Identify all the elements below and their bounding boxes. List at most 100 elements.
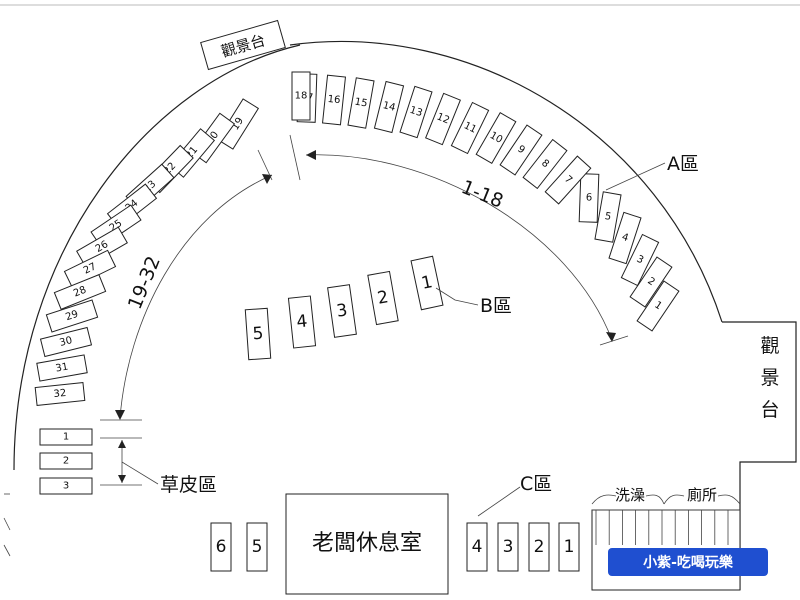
outer-site-29-box xyxy=(45,299,99,333)
grass-zone-label: 草皮區 xyxy=(160,474,217,496)
grass-arrow-down xyxy=(118,475,126,483)
range-label-1-18: 1-18 xyxy=(458,176,506,213)
a-site-18-box xyxy=(291,71,311,121)
a-site-4: 4 xyxy=(608,211,642,265)
outer-site-32: 32 xyxy=(34,381,86,407)
a-site-12-box xyxy=(425,92,461,146)
a-site-13-box xyxy=(399,85,433,139)
c-site-1-box xyxy=(558,522,580,572)
left-site-6: 6 xyxy=(210,522,232,572)
a-site-7: 7 xyxy=(544,155,592,205)
b-site-2: 2 xyxy=(367,270,399,326)
a-site-7-box xyxy=(544,155,592,205)
b-site-1: 1 xyxy=(410,255,444,311)
b-zone-leader xyxy=(435,287,479,306)
b-site-4-box xyxy=(287,295,317,349)
a-site-5: 5 xyxy=(594,191,622,243)
a-site-15-number: 15 xyxy=(354,96,368,109)
c-site-1-number: 1 xyxy=(564,537,575,557)
a-site-2: 2 xyxy=(629,256,673,308)
zone-left-sites: 56 xyxy=(210,522,268,572)
b-site-5: 5 xyxy=(244,307,272,361)
a-site-14: 14 xyxy=(373,80,405,134)
grass-site-3: 3 xyxy=(39,477,93,495)
left-edge-mark-3 xyxy=(3,544,11,557)
zone-outer-sites: 1920212223242526272829303132 xyxy=(34,98,260,407)
left-site-5-number: 5 xyxy=(252,537,263,557)
a-site-18: 18 xyxy=(291,71,311,121)
arc2-arrow-start xyxy=(262,174,272,184)
watermark-badge: 小紫-吃喝玩樂 xyxy=(608,548,768,576)
a-site-8: 8 xyxy=(522,138,568,190)
arc-arrow-end xyxy=(606,332,616,342)
a-site-6-number: 6 xyxy=(586,192,593,203)
a-site-6-box xyxy=(578,173,600,223)
a-site-16-number: 16 xyxy=(327,94,341,106)
grass-site-2-number: 2 xyxy=(63,456,69,467)
c-site-2-box xyxy=(528,522,550,572)
grass-arrow-up xyxy=(118,440,126,448)
a-site-9-box xyxy=(499,124,543,176)
zone-b-sites: 12 3 4 5 xyxy=(244,255,444,361)
outer-site-30-number: 30 xyxy=(58,335,73,349)
outer-site-30: 30 xyxy=(39,326,93,358)
left-site-5: 5 xyxy=(246,522,268,572)
owner-lounge-label: 老闆休息室 xyxy=(312,531,422,556)
a-site-11-number: 11 xyxy=(462,120,478,135)
grass-site-1: 1 xyxy=(39,428,93,446)
b-zone-label: B區 xyxy=(480,295,512,317)
c-site-4-number: 4 xyxy=(472,537,483,557)
watermark-text: 小紫-吃喝玩樂 xyxy=(643,554,734,571)
a-site-9: 9 xyxy=(499,124,543,176)
c-site-3-number: 3 xyxy=(503,537,514,557)
c-site-2: 2 xyxy=(528,522,550,572)
grass-site-1-box xyxy=(39,428,93,446)
c-site-1: 1 xyxy=(558,522,580,572)
b-site-4-number: 4 xyxy=(296,311,309,332)
a-site-5-box xyxy=(594,191,622,243)
b-site-2-box xyxy=(367,270,399,326)
b-site-5-number: 5 xyxy=(252,324,264,345)
arc2-arrow-end xyxy=(115,410,125,420)
left-site-6-box xyxy=(210,522,232,572)
outer-site-32-box xyxy=(34,381,86,407)
c-site-2-number: 2 xyxy=(534,537,545,557)
viewing-deck-right-char-2: 景 xyxy=(760,367,779,389)
a-zone-label: A區 xyxy=(667,153,699,175)
arc-19-32 xyxy=(119,174,273,419)
a-site-3-box xyxy=(620,233,660,287)
a-site-12: 12 xyxy=(425,92,461,146)
a-site-3-number: 3 xyxy=(635,254,646,267)
grass-site-2: 2 xyxy=(39,452,93,470)
b-site-3-number: 3 xyxy=(335,300,349,321)
zone-grass-sites: 1 2 3 xyxy=(39,428,93,495)
outer-site-28-box xyxy=(53,274,107,310)
b-site-4: 4 xyxy=(287,295,317,349)
grass-site-3-number: 3 xyxy=(63,481,69,492)
left-edge-mark-2 xyxy=(3,517,11,531)
range-label-19-32: 19-32 xyxy=(124,253,165,312)
arc-tick-right xyxy=(599,335,629,346)
outer-site-19: 19 xyxy=(216,98,260,150)
arc-tick-top xyxy=(289,134,301,181)
right-deck-frame xyxy=(722,321,797,590)
b-site-3-box xyxy=(327,284,357,338)
c-zone-leader xyxy=(477,486,521,517)
a-site-1-number: 1 xyxy=(652,300,663,313)
outer-site-28-number: 28 xyxy=(72,285,88,300)
outer-site-29: 29 xyxy=(45,299,99,333)
c-site-4-box xyxy=(466,522,488,572)
a-site-8-box xyxy=(522,138,568,190)
a-site-2-number: 2 xyxy=(645,276,656,289)
toilet-label: 廁所 xyxy=(687,486,717,504)
a-site-15: 15 xyxy=(347,77,375,129)
b-site-1-box xyxy=(410,255,444,311)
grass-leader xyxy=(121,461,159,485)
a-site-2-box xyxy=(629,256,673,308)
a-site-14-number: 14 xyxy=(381,100,396,114)
a-site-1: 1 xyxy=(636,280,680,332)
b-site-2-number: 2 xyxy=(376,287,390,309)
a-site-12-number: 12 xyxy=(435,112,451,127)
outer-site-31-box xyxy=(36,354,88,382)
outer-site-31-number: 31 xyxy=(55,361,69,374)
